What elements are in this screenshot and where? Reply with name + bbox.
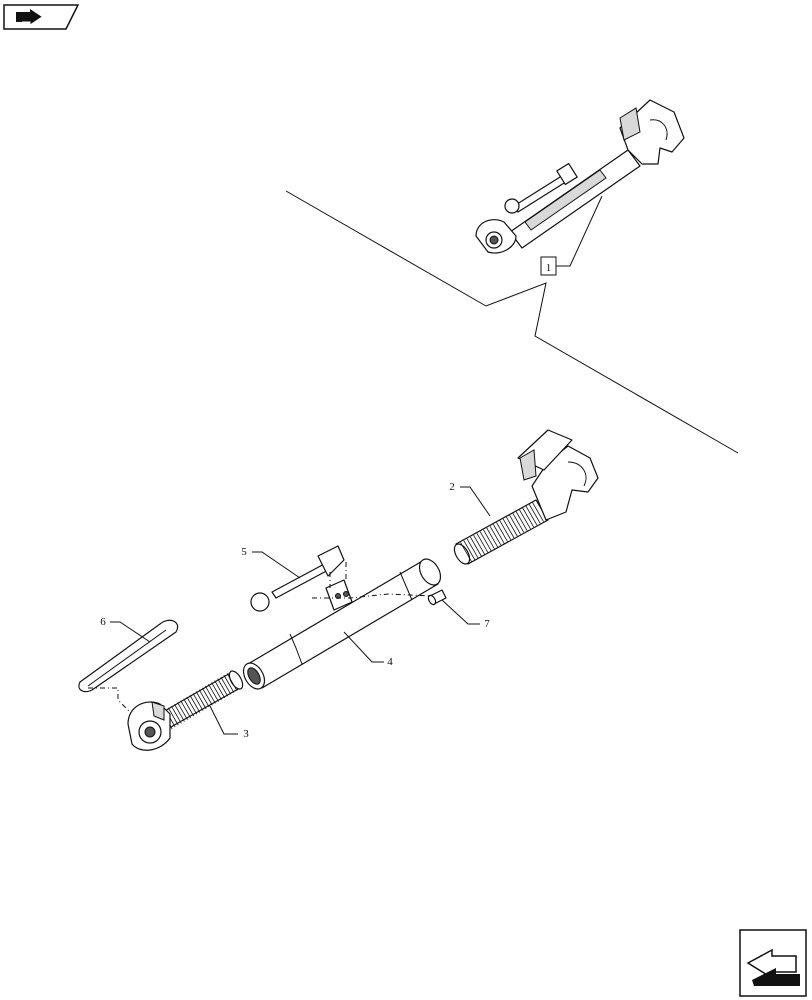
part-5-lever	[250, 545, 353, 612]
callout-3: 3	[243, 728, 249, 740]
leader-1	[556, 195, 603, 267]
part-3-eye-threaded-rod	[127, 670, 244, 751]
thread-line-part-3	[186, 696, 198, 715]
thread-line-part-3	[198, 689, 210, 708]
thread-line-part-2	[473, 534, 485, 555]
thread-line-part-2	[466, 538, 479, 559]
thread-line-part-2	[528, 504, 541, 524]
leader-6	[110, 621, 151, 643]
thread-line-part-3	[201, 687, 213, 706]
section-divider-line	[285, 190, 739, 454]
thread-line-part-3	[183, 698, 195, 717]
leader-5	[252, 551, 301, 579]
callout-6: 6	[100, 616, 106, 628]
leader-7	[441, 599, 480, 625]
thread-line-part-3	[208, 684, 219, 702]
prev-page-arrow-icon[interactable]	[3, 4, 80, 30]
callout-5: 5	[241, 546, 247, 558]
leader-2	[460, 486, 491, 517]
callout-1: 1	[546, 262, 552, 274]
thread-line-part-2	[476, 533, 489, 553]
thread-line-part-3	[192, 693, 204, 711]
part-4-tube	[242, 558, 442, 690]
thread-line-part-3	[205, 685, 216, 704]
next-page-arrow-icon[interactable]	[739, 929, 807, 997]
thread-line-part-2	[502, 518, 515, 539]
thread-line-part-2	[483, 529, 495, 550]
thread-line-part-3	[226, 673, 238, 691]
thread-line-part-3	[211, 682, 222, 700]
thread-line-part-2	[499, 520, 512, 540]
thread-line-part-2	[515, 511, 528, 531]
thread-line-part-2	[519, 509, 531, 530]
callout-7: 7	[484, 618, 490, 630]
part-6-spring-clip	[78, 619, 179, 693]
thread-line-part-3	[180, 700, 191, 719]
thread-line-part-3	[195, 691, 207, 710]
thread-line-part-2	[479, 531, 492, 551]
thread-line-part-2	[460, 542, 472, 562]
thread-line-part-2	[512, 513, 525, 533]
thread-line-part-2	[525, 505, 538, 526]
assembled-top-link	[475, 99, 685, 254]
thread-line-part-2	[532, 502, 544, 522]
part-7-pin	[427, 589, 447, 606]
thread-line-part-2	[486, 527, 499, 548]
thread-line-part-3	[220, 676, 232, 695]
leader-3	[209, 705, 238, 735]
thread-line-part-2	[469, 536, 482, 557]
thread-line-part-3	[171, 705, 182, 724]
callout-2: 2	[449, 481, 455, 493]
thread-line-part-2	[492, 524, 505, 544]
thread-line-part-3	[174, 704, 185, 722]
callout-4: 4	[387, 656, 393, 668]
thread-line-part-3	[223, 674, 235, 693]
assembly-ref-box	[540, 256, 557, 276]
alignment-line-lever	[312, 593, 433, 599]
part-2-hook-threaded-rod	[453, 429, 599, 565]
leader-4	[343, 631, 384, 663]
thread-line-part-3	[177, 702, 188, 720]
thread-line-part-3	[214, 680, 225, 699]
thread-line-part-3	[189, 694, 201, 713]
thread-line-part-2	[505, 516, 518, 537]
thread-line-part-2	[509, 514, 521, 535]
thread-line-part-2	[463, 540, 476, 560]
thread-line-part-2	[496, 522, 508, 542]
thread-line-part-3	[217, 678, 229, 697]
thread-line-part-2	[489, 525, 502, 546]
thread-line-part-3	[167, 707, 179, 726]
thread-line-part-2	[522, 507, 535, 528]
alignment-line-clip	[88, 687, 131, 713]
